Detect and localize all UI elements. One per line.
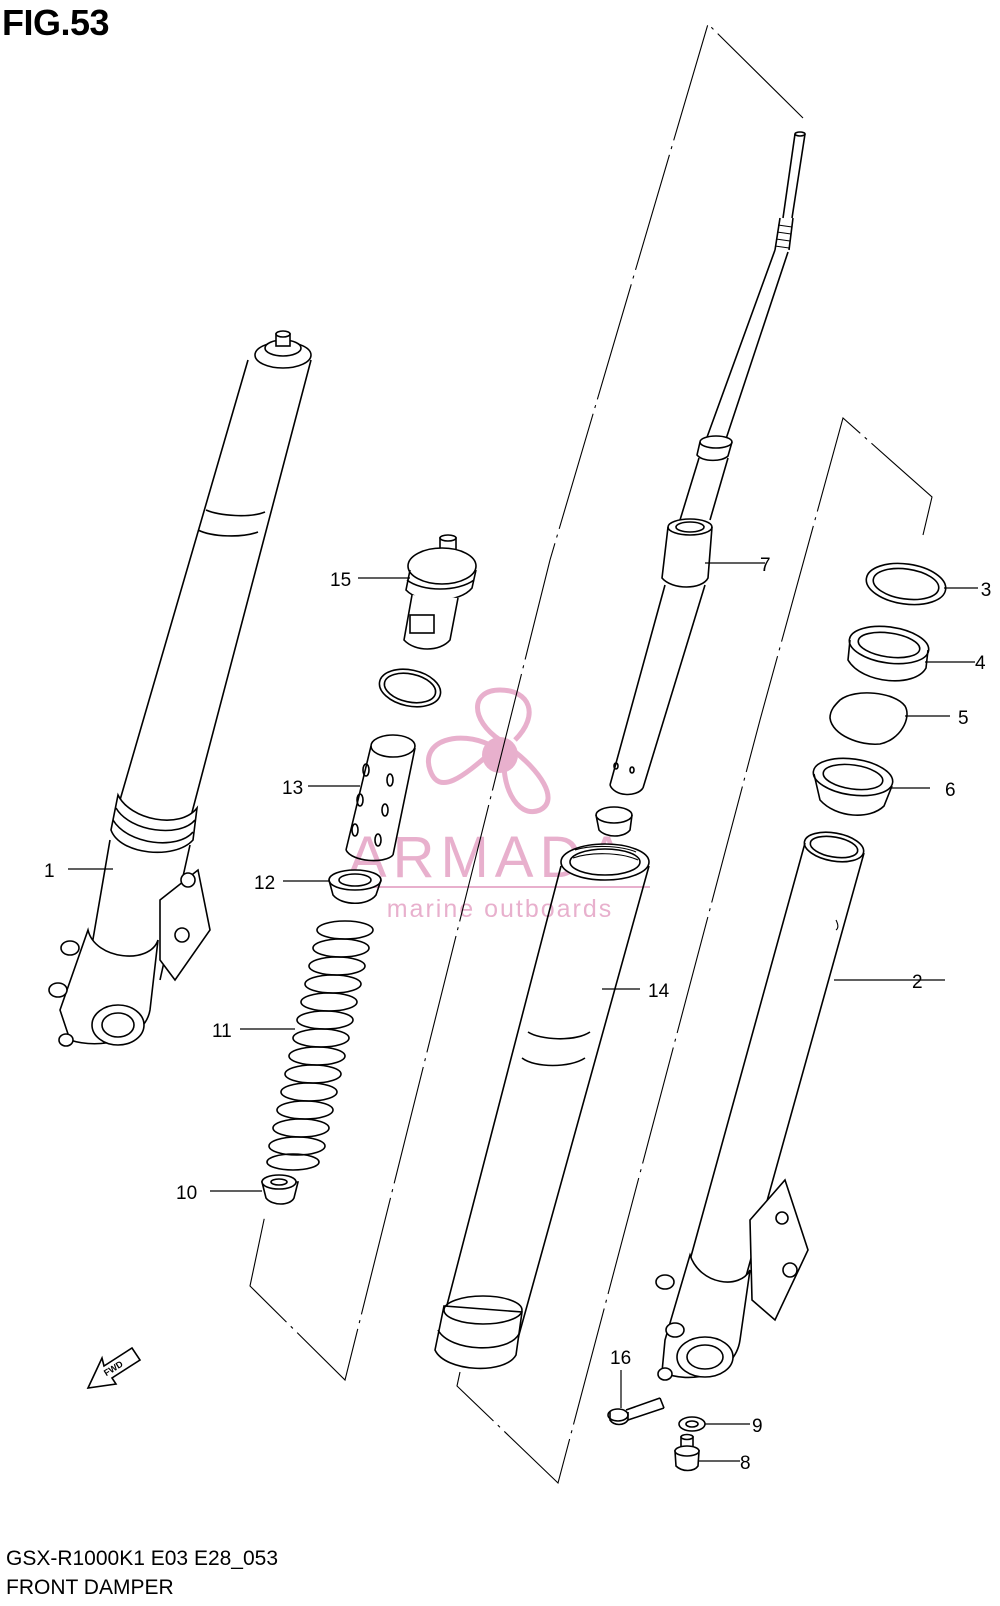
callout-4: 4 [975, 653, 986, 674]
section-name: FRONT DAMPER [6, 1576, 174, 1599]
part-7-damper-rod [609, 131, 806, 796]
part-9-washer [678, 1416, 706, 1432]
part-13-spacer [345, 734, 416, 862]
callout-5: 5 [958, 708, 969, 729]
part-1-left-fork-assembly [48, 330, 312, 1047]
callout-2: 2 [912, 972, 923, 993]
part-10-nut [260, 1174, 300, 1205]
part-12-spring-seat [328, 869, 382, 905]
propeller-hub [482, 737, 518, 773]
callout-11: 11 [212, 1021, 232, 1042]
callout-14: 14 [648, 981, 670, 1002]
model-code: GSX-R1000K1 E03 E28_053 [6, 1547, 279, 1570]
part-11-spring [266, 920, 374, 1171]
part-14-inner-tube [434, 843, 650, 1370]
part-2-outer-tube [655, 831, 865, 1381]
part-16-bolt [607, 1397, 665, 1426]
part-8-drain-bolt [674, 1433, 700, 1472]
oil-lock-collar [595, 806, 633, 837]
assembly-frame-outer [456, 417, 933, 1485]
callout-13: 13 [282, 778, 303, 799]
part-3-guide-bush [865, 562, 947, 606]
propeller-icon [425, 687, 551, 815]
callout-10: 10 [176, 1183, 197, 1204]
o-ring-inner [383, 672, 437, 704]
callout-8: 8 [740, 1453, 751, 1474]
watermark-tagline: marine outboards [387, 895, 614, 923]
part-15-damper-cap [403, 534, 477, 650]
callout-1: 1 [44, 861, 55, 882]
o-ring [378, 668, 442, 708]
leader-lines [68, 562, 978, 1462]
figure-title: FIG.53 [2, 2, 110, 43]
fwd-arrow-icon: FWD [86, 1346, 142, 1390]
assembly-frame-inner [249, 22, 804, 1382]
callout-6: 6 [945, 780, 956, 801]
part-6-dust-seal [812, 757, 894, 816]
part-5-stopper-ring [829, 692, 908, 745]
callout-9: 9 [752, 1416, 763, 1437]
callout-16: 16 [610, 1348, 631, 1369]
callout-7: 7 [760, 555, 771, 576]
callout-15: 15 [330, 570, 351, 591]
watermark-logo: ARMADA marine outboards [348, 687, 650, 923]
callout-3: 3 [981, 580, 992, 601]
callout-12: 12 [254, 873, 275, 894]
part-4-oil-seal [847, 625, 930, 682]
callout-labels: 1 2 3 4 5 6 7 8 9 10 11 12 13 14 15 16 [44, 555, 991, 1474]
